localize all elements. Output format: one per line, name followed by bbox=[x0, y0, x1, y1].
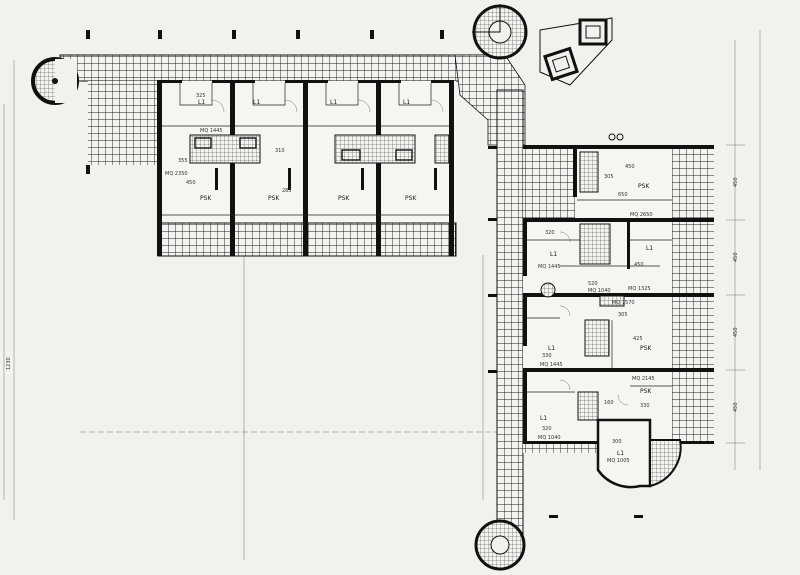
north-block-labels: L1 325 MQ 1445 355 MQ 2350 450 PSK L1 31… bbox=[165, 93, 417, 202]
dim-label: 450 bbox=[733, 327, 739, 337]
east-block-labels: PSK 450 650 305 MQ 2650 320 L1 MQ 1445 5… bbox=[538, 164, 655, 464]
unit-label: PSK bbox=[638, 183, 650, 190]
area-label: MQ 2350 bbox=[165, 171, 188, 177]
unit-label: PSK bbox=[405, 195, 417, 202]
dim-label: 650 bbox=[618, 192, 628, 198]
unit-label: L1 bbox=[253, 99, 260, 106]
dim-label: 305 bbox=[604, 174, 614, 180]
walkway-north bbox=[59, 54, 491, 82]
east-block bbox=[523, 133, 714, 489]
guide-lines bbox=[3, 30, 761, 560]
unit-label: L1 bbox=[617, 450, 624, 457]
dim-label: 450 bbox=[186, 180, 196, 186]
stair-tower-south bbox=[474, 519, 526, 571]
dim-label: 425 bbox=[633, 336, 643, 342]
dim-label: 310 bbox=[275, 148, 285, 154]
dim-label: 285 bbox=[282, 188, 292, 194]
unit-label: L1 bbox=[198, 99, 205, 106]
unit-label: PSK bbox=[268, 195, 280, 202]
dim-label: 450 bbox=[634, 262, 644, 268]
dimension-column-right: 450 450 450 450 bbox=[733, 177, 739, 412]
terrace-west bbox=[88, 81, 158, 165]
unit-label: PSK bbox=[640, 388, 652, 395]
area-label: MQ 1040 bbox=[538, 435, 561, 441]
dim-label: 325 bbox=[196, 93, 206, 99]
unit-label: L1 bbox=[646, 245, 653, 252]
dim-label: 355 bbox=[178, 158, 188, 164]
dim-label: 330 bbox=[542, 353, 552, 359]
area-label: MQ 2145 bbox=[632, 376, 655, 382]
dim-label: 330 bbox=[640, 403, 650, 409]
unit-label: L1 bbox=[550, 251, 557, 258]
dim-label: 320 bbox=[542, 426, 552, 432]
dim-label: 450 bbox=[733, 252, 739, 262]
area-label: MQ 1445 bbox=[540, 362, 563, 368]
stair-tower-west bbox=[31, 57, 79, 105]
column-markers bbox=[86, 30, 643, 518]
dimension-column-left: 1230 bbox=[6, 357, 12, 370]
unit-label: L1 bbox=[330, 99, 337, 106]
area-label: MQ 1445 bbox=[538, 264, 561, 270]
walkway-east bbox=[496, 89, 524, 546]
dim-label: 160 bbox=[604, 400, 614, 406]
dim-label: 520 bbox=[588, 281, 598, 287]
dim-label: 450 bbox=[733, 177, 739, 187]
unit-label: PSK bbox=[338, 195, 350, 202]
stair-tower-north bbox=[472, 4, 528, 60]
unit-label: PSK bbox=[640, 345, 652, 352]
area-label: MQ 2650 bbox=[630, 212, 653, 218]
unit-label: PSK bbox=[200, 195, 212, 202]
dim-label: 450 bbox=[733, 402, 739, 412]
unit-label: L1 bbox=[548, 345, 555, 352]
area-label: MQ 1445 bbox=[200, 128, 223, 134]
dim-label: 305 bbox=[618, 312, 628, 318]
area-label: MQ 1040 bbox=[588, 288, 611, 294]
dim-label: 450 bbox=[625, 164, 635, 170]
north-block bbox=[157, 80, 457, 257]
unit-label: L1 bbox=[540, 415, 547, 422]
dim-label: 300 bbox=[612, 439, 622, 445]
kiosk-group bbox=[539, 17, 613, 86]
dim-label: 1230 bbox=[6, 357, 12, 370]
dim-label: 320 bbox=[545, 230, 555, 236]
area-label: MQ 1005 bbox=[607, 458, 630, 464]
area-label: MQ 1325 bbox=[628, 286, 651, 292]
unit-label: L1 bbox=[403, 99, 410, 106]
area-label: MQ 7570 bbox=[612, 300, 635, 306]
